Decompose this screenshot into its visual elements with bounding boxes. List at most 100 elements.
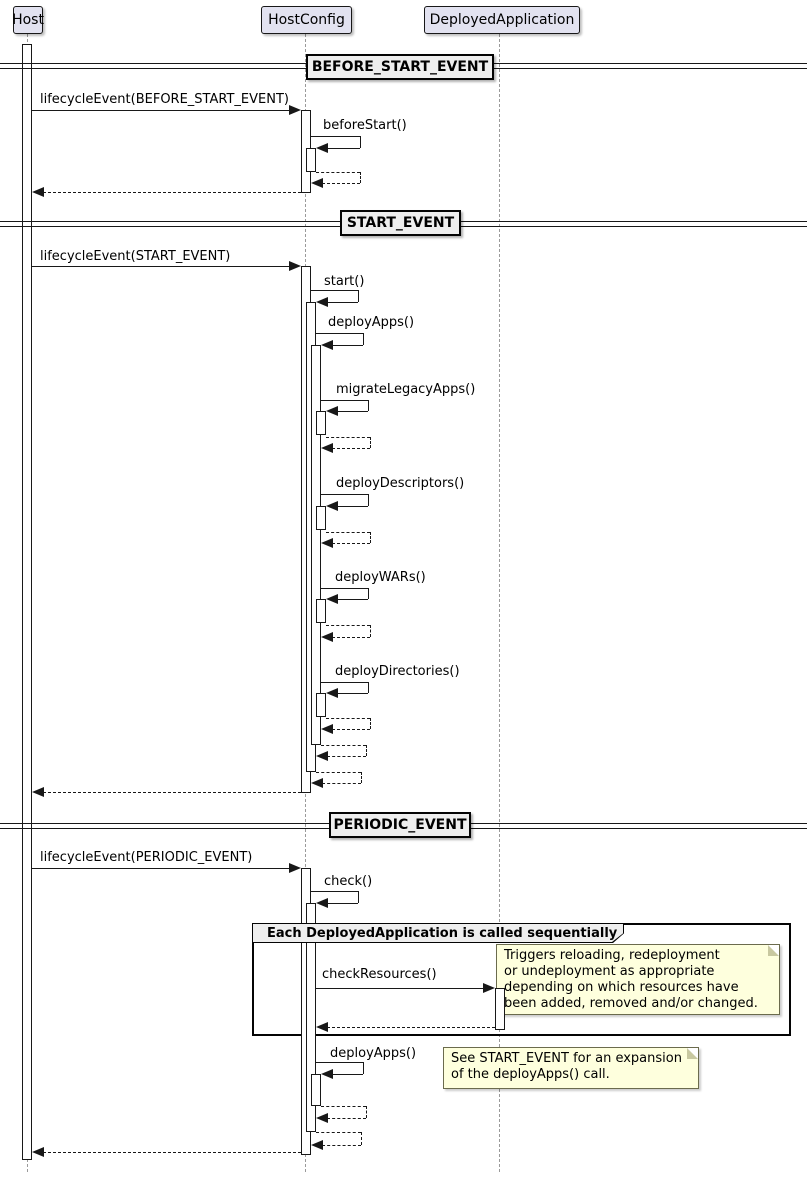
arrowhead-icon xyxy=(316,751,328,761)
message-line xyxy=(332,729,370,730)
message-line xyxy=(361,1132,362,1145)
message-line xyxy=(32,868,290,869)
message-label: deployApps() xyxy=(330,1046,417,1061)
message-line xyxy=(311,891,358,892)
message-line xyxy=(326,718,370,719)
message-line xyxy=(321,494,368,495)
message-line xyxy=(360,172,361,183)
arrowhead-icon xyxy=(326,688,338,698)
arrowhead-icon xyxy=(326,406,338,416)
arrowhead-icon xyxy=(321,443,333,453)
activation-bar-host xyxy=(22,44,32,1160)
message-line xyxy=(322,183,360,184)
message-line xyxy=(332,1074,363,1075)
message-line xyxy=(358,290,359,302)
message-line xyxy=(332,637,370,638)
note-line: See START_EVENT for an expansion xyxy=(451,1051,682,1066)
message-line xyxy=(368,588,369,599)
message-line xyxy=(311,290,358,291)
message-line xyxy=(327,1027,495,1028)
message-line xyxy=(358,891,359,903)
message-line xyxy=(321,400,368,401)
divider-start_event: START_EVENT xyxy=(340,210,461,236)
arrowhead-icon xyxy=(316,297,328,307)
message-label: beforeStart() xyxy=(323,118,407,133)
message-label: deployApps() xyxy=(328,315,415,330)
message-line xyxy=(370,437,371,448)
arrowhead-icon xyxy=(289,261,301,271)
message-line xyxy=(368,682,369,693)
message-line xyxy=(327,756,366,757)
message-line xyxy=(332,543,370,544)
message-label: lifecycleEvent(START_EVENT) xyxy=(40,249,231,264)
message-line xyxy=(327,302,358,303)
message-line xyxy=(337,599,368,600)
activation-bar-hostconfig xyxy=(306,903,316,1132)
message-line xyxy=(337,411,368,412)
arrowhead-icon xyxy=(321,632,333,642)
divider-periodic_event: PERIODIC_EVENT xyxy=(329,812,471,838)
message-label: lifecycleEvent(BEFORE_START_EVENT) xyxy=(40,92,289,107)
message-line xyxy=(332,345,363,346)
activation-bar-hostconfig xyxy=(316,693,326,717)
note-line: of the deployApps() call. xyxy=(451,1067,610,1082)
message-line xyxy=(32,110,290,111)
message-line xyxy=(321,1106,366,1107)
arrowhead-icon xyxy=(316,1113,328,1123)
divider-before_start_event: BEFORE_START_EVENT xyxy=(306,54,494,80)
activation-bar-hostconfig xyxy=(316,411,326,435)
message-line xyxy=(43,192,301,193)
arrowhead-icon xyxy=(321,1069,333,1079)
arrowhead-icon xyxy=(326,501,338,511)
activation-bar-deployedapplication xyxy=(495,988,505,1030)
message-line xyxy=(337,693,368,694)
arrowhead-icon xyxy=(316,143,328,153)
message-label: lifecycleEvent(PERIODIC_EVENT) xyxy=(40,850,253,865)
note-fold-icon xyxy=(768,945,779,956)
arrowhead-icon xyxy=(289,105,301,115)
message-line xyxy=(43,1152,301,1153)
arrowhead-icon xyxy=(326,594,338,604)
message-line xyxy=(370,718,371,729)
message-label: deployWARs() xyxy=(335,570,426,585)
arrowhead-icon xyxy=(32,1147,44,1157)
message-line xyxy=(32,266,290,267)
note-line: depending on which resources have xyxy=(504,980,739,995)
arrowhead-icon xyxy=(311,178,323,188)
arrowhead-icon xyxy=(316,898,328,908)
message-line xyxy=(327,148,360,149)
message-label: check() xyxy=(324,874,373,889)
message-line xyxy=(363,333,364,345)
message-line xyxy=(316,172,360,173)
message-line xyxy=(316,772,361,773)
message-line xyxy=(368,494,369,506)
message-line xyxy=(368,400,369,411)
activation-bar-hostconfig xyxy=(306,148,316,172)
message-line xyxy=(321,588,368,589)
lifeline-deployedapplication xyxy=(499,34,500,1172)
message-line xyxy=(316,1062,363,1063)
group-frame-label: Each DeployedApplication is called seque… xyxy=(253,924,623,942)
message-line xyxy=(327,903,358,904)
note-line: or undeployment as appropriate xyxy=(504,964,715,979)
arrowhead-icon xyxy=(289,863,301,873)
message-line xyxy=(327,1118,366,1119)
arrowhead-icon xyxy=(321,538,333,548)
activation-bar-hostconfig xyxy=(311,1074,321,1106)
message-line xyxy=(370,625,371,637)
message-line xyxy=(363,1062,364,1074)
message-line xyxy=(370,532,371,543)
arrowhead-icon xyxy=(321,724,333,734)
message-line xyxy=(360,136,361,148)
note-fold-icon xyxy=(687,1048,698,1059)
message-label: start() xyxy=(324,274,365,289)
message-line xyxy=(316,333,363,334)
message-label: checkResources() xyxy=(322,967,437,982)
participant-hostconfig: HostConfig xyxy=(261,6,352,34)
arrowhead-icon xyxy=(32,187,44,197)
message-line xyxy=(332,448,370,449)
arrowhead-icon xyxy=(316,1022,328,1032)
message-line xyxy=(311,136,360,137)
